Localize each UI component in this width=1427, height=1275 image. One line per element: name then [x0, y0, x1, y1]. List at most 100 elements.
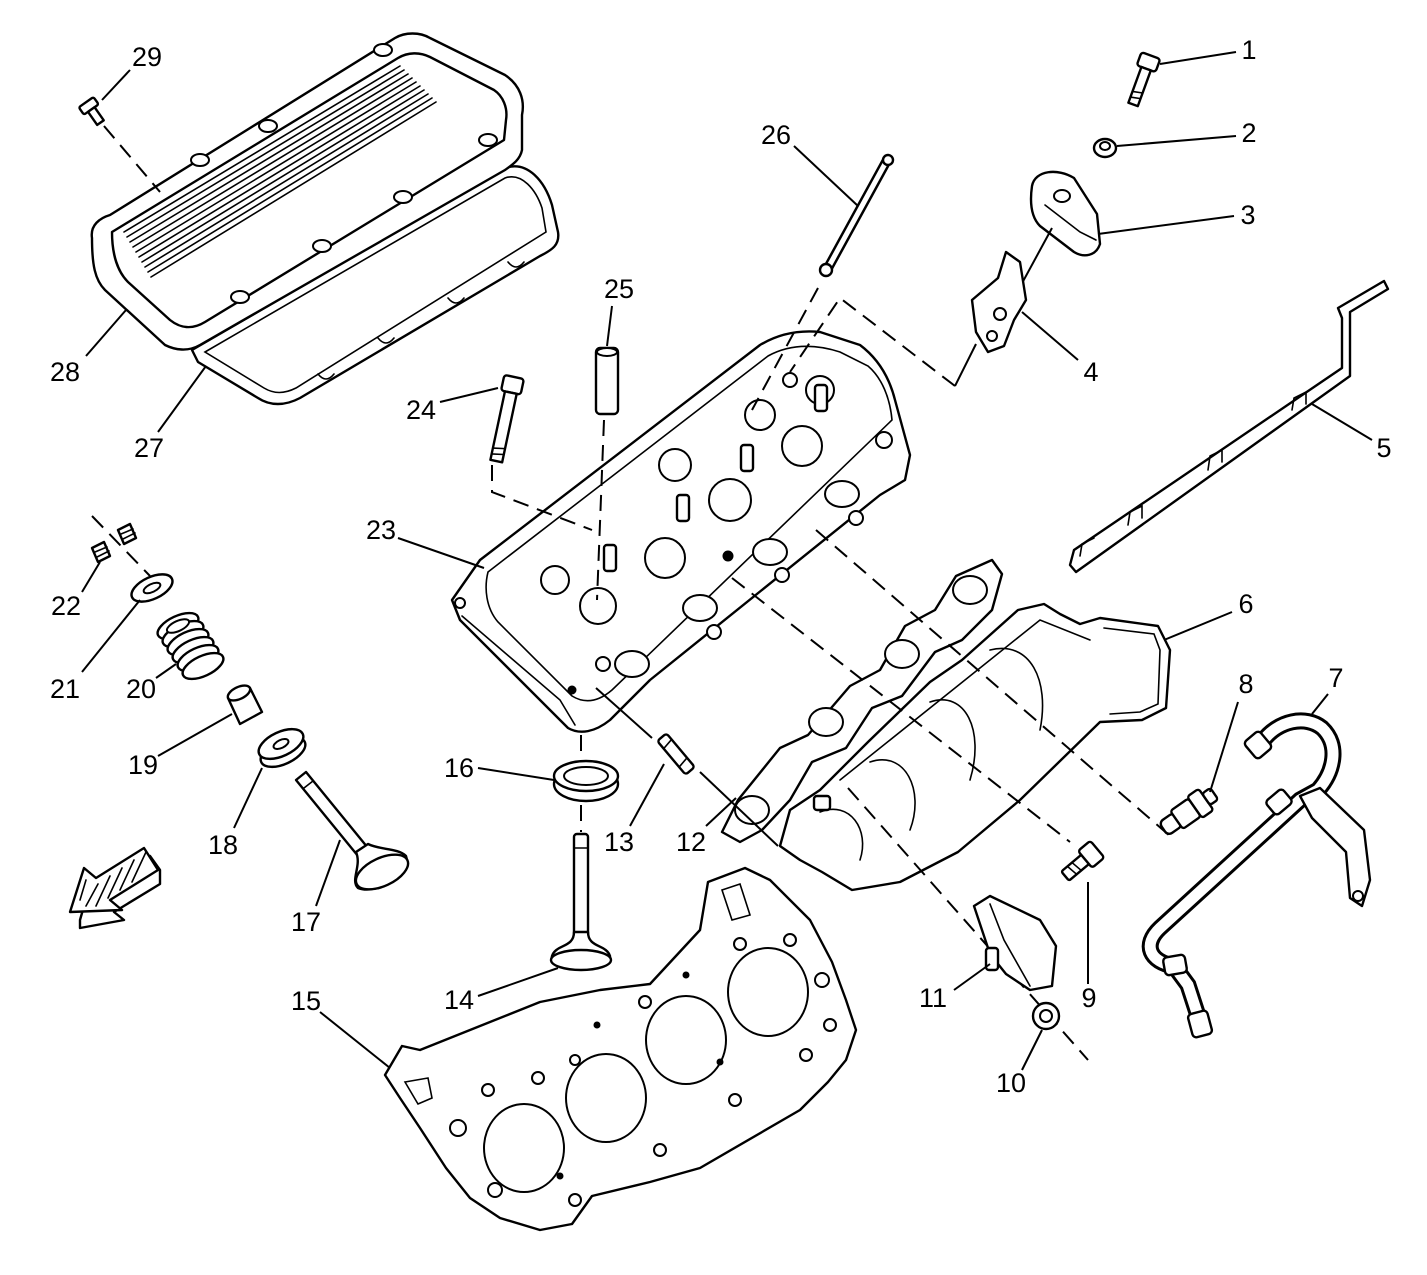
pushrod-top-end [881, 153, 895, 167]
bolt-boss [478, 133, 498, 147]
exhaust-stud-hole [722, 550, 734, 562]
valve-cover-bolt [78, 96, 105, 127]
exhaust-manifold-nut [1031, 1001, 1061, 1031]
bolt-thread [1066, 865, 1078, 876]
valve-stem-groove [303, 780, 314, 789]
rocker-arm-body [1029, 170, 1102, 257]
egr-tube-inner [1144, 715, 1339, 1028]
leader-line-3 [1097, 215, 1235, 235]
callout-1: 1 [1241, 35, 1256, 65]
leader-line-19 [157, 713, 233, 757]
rib [147, 97, 433, 273]
egr-tube-bracket [1298, 786, 1372, 908]
exhaust-heat-shield [972, 894, 1058, 992]
leader-line-10 [1021, 1029, 1043, 1071]
valve-keepers [90, 522, 138, 564]
egr-bracket-hole [1352, 890, 1364, 902]
egr-tube-collar [1265, 788, 1293, 816]
rail-tab [1127, 504, 1143, 526]
bolt-hole [706, 624, 722, 640]
spring-seat [579, 587, 617, 625]
exhaust-manifold-boss [812, 794, 832, 812]
valve-guide-top [596, 347, 618, 357]
valve-stem-oil-seal [226, 684, 264, 726]
bolt-boss [230, 290, 250, 304]
valve-spring-cap [130, 573, 174, 603]
callout-13: 13 [604, 827, 634, 857]
valve-cover-bolt-bosses [190, 43, 498, 304]
gasket-dot [716, 1058, 724, 1066]
bolt-thread [490, 453, 505, 456]
spring-seat [708, 478, 752, 522]
callout-21: 21 [50, 674, 80, 704]
bolt-alignment-line [103, 125, 161, 193]
bolt-thread [1129, 96, 1142, 100]
spring-seat [744, 399, 776, 431]
stud-alignment-line [595, 687, 653, 739]
spring-seat [658, 448, 692, 482]
rocker-arm-edge [1044, 204, 1097, 241]
pivot-inner [1099, 141, 1111, 151]
callout-20: 20 [126, 674, 156, 704]
bolt-head [1078, 840, 1105, 868]
gasket-hole [823, 1018, 837, 1032]
leader-line-20 [155, 663, 177, 679]
gasket-port-3 [884, 639, 920, 669]
callout-8: 8 [1238, 669, 1253, 699]
gasket-port-4 [952, 575, 988, 605]
callout-18: 18 [208, 830, 238, 860]
valve-stem [813, 383, 829, 413]
callout-12: 12 [676, 827, 706, 857]
bolt-boss [393, 190, 413, 204]
gasket-hole [728, 1093, 742, 1107]
valve-face [354, 853, 410, 891]
rocker-arm-hole [1053, 189, 1071, 203]
direction-arrow-hatch [79, 851, 147, 907]
callout-26: 26 [761, 120, 791, 150]
stud-thread [678, 757, 688, 768]
seal-inner [563, 766, 609, 786]
leader-line-7 [1311, 693, 1329, 715]
pushrod-guide [970, 250, 1028, 354]
leader-line-13 [629, 763, 665, 827]
callout-4: 4 [1083, 357, 1098, 387]
callout-19: 19 [128, 750, 158, 780]
bolt-hole [848, 510, 864, 526]
callout-6: 6 [1238, 589, 1253, 619]
rib [126, 69, 405, 238]
rail-body [1068, 279, 1390, 574]
exhaust-port [752, 538, 788, 566]
heat-shield-fold [989, 903, 1031, 987]
gasket-port-2 [808, 707, 844, 737]
valve-stem [572, 832, 590, 946]
bolt-thread [1071, 861, 1083, 872]
callout-22: 22 [51, 591, 81, 621]
valve-face [549, 948, 613, 972]
valve-stem [739, 443, 755, 473]
egr-tube-fitting [1186, 1009, 1214, 1039]
valve-stem [675, 493, 691, 523]
exhaust-manifold-runner [869, 759, 916, 831]
callout-7: 7 [1328, 663, 1343, 693]
leader-line-18 [233, 767, 263, 829]
callout-15: 15 [291, 986, 321, 1016]
valve-spring [156, 611, 225, 681]
valve-spring-alignment-line [91, 515, 151, 577]
callout-27: 27 [134, 433, 164, 463]
rib [138, 85, 421, 258]
exhaust-port [614, 650, 650, 678]
rail-tab [1079, 537, 1095, 557]
exhaust-port [824, 480, 860, 508]
stud-thread [662, 738, 673, 750]
leader-line-1 [1159, 51, 1237, 65]
rib [135, 81, 417, 253]
rib [150, 101, 437, 278]
exhaust-ports [614, 480, 860, 678]
rib [123, 65, 401, 233]
leader-line-11 [953, 963, 991, 991]
spring-seat [540, 565, 570, 595]
leader-line-28 [85, 309, 127, 357]
exhaust-sensor [1159, 787, 1219, 835]
head-bolt-alignment-line [491, 465, 593, 531]
